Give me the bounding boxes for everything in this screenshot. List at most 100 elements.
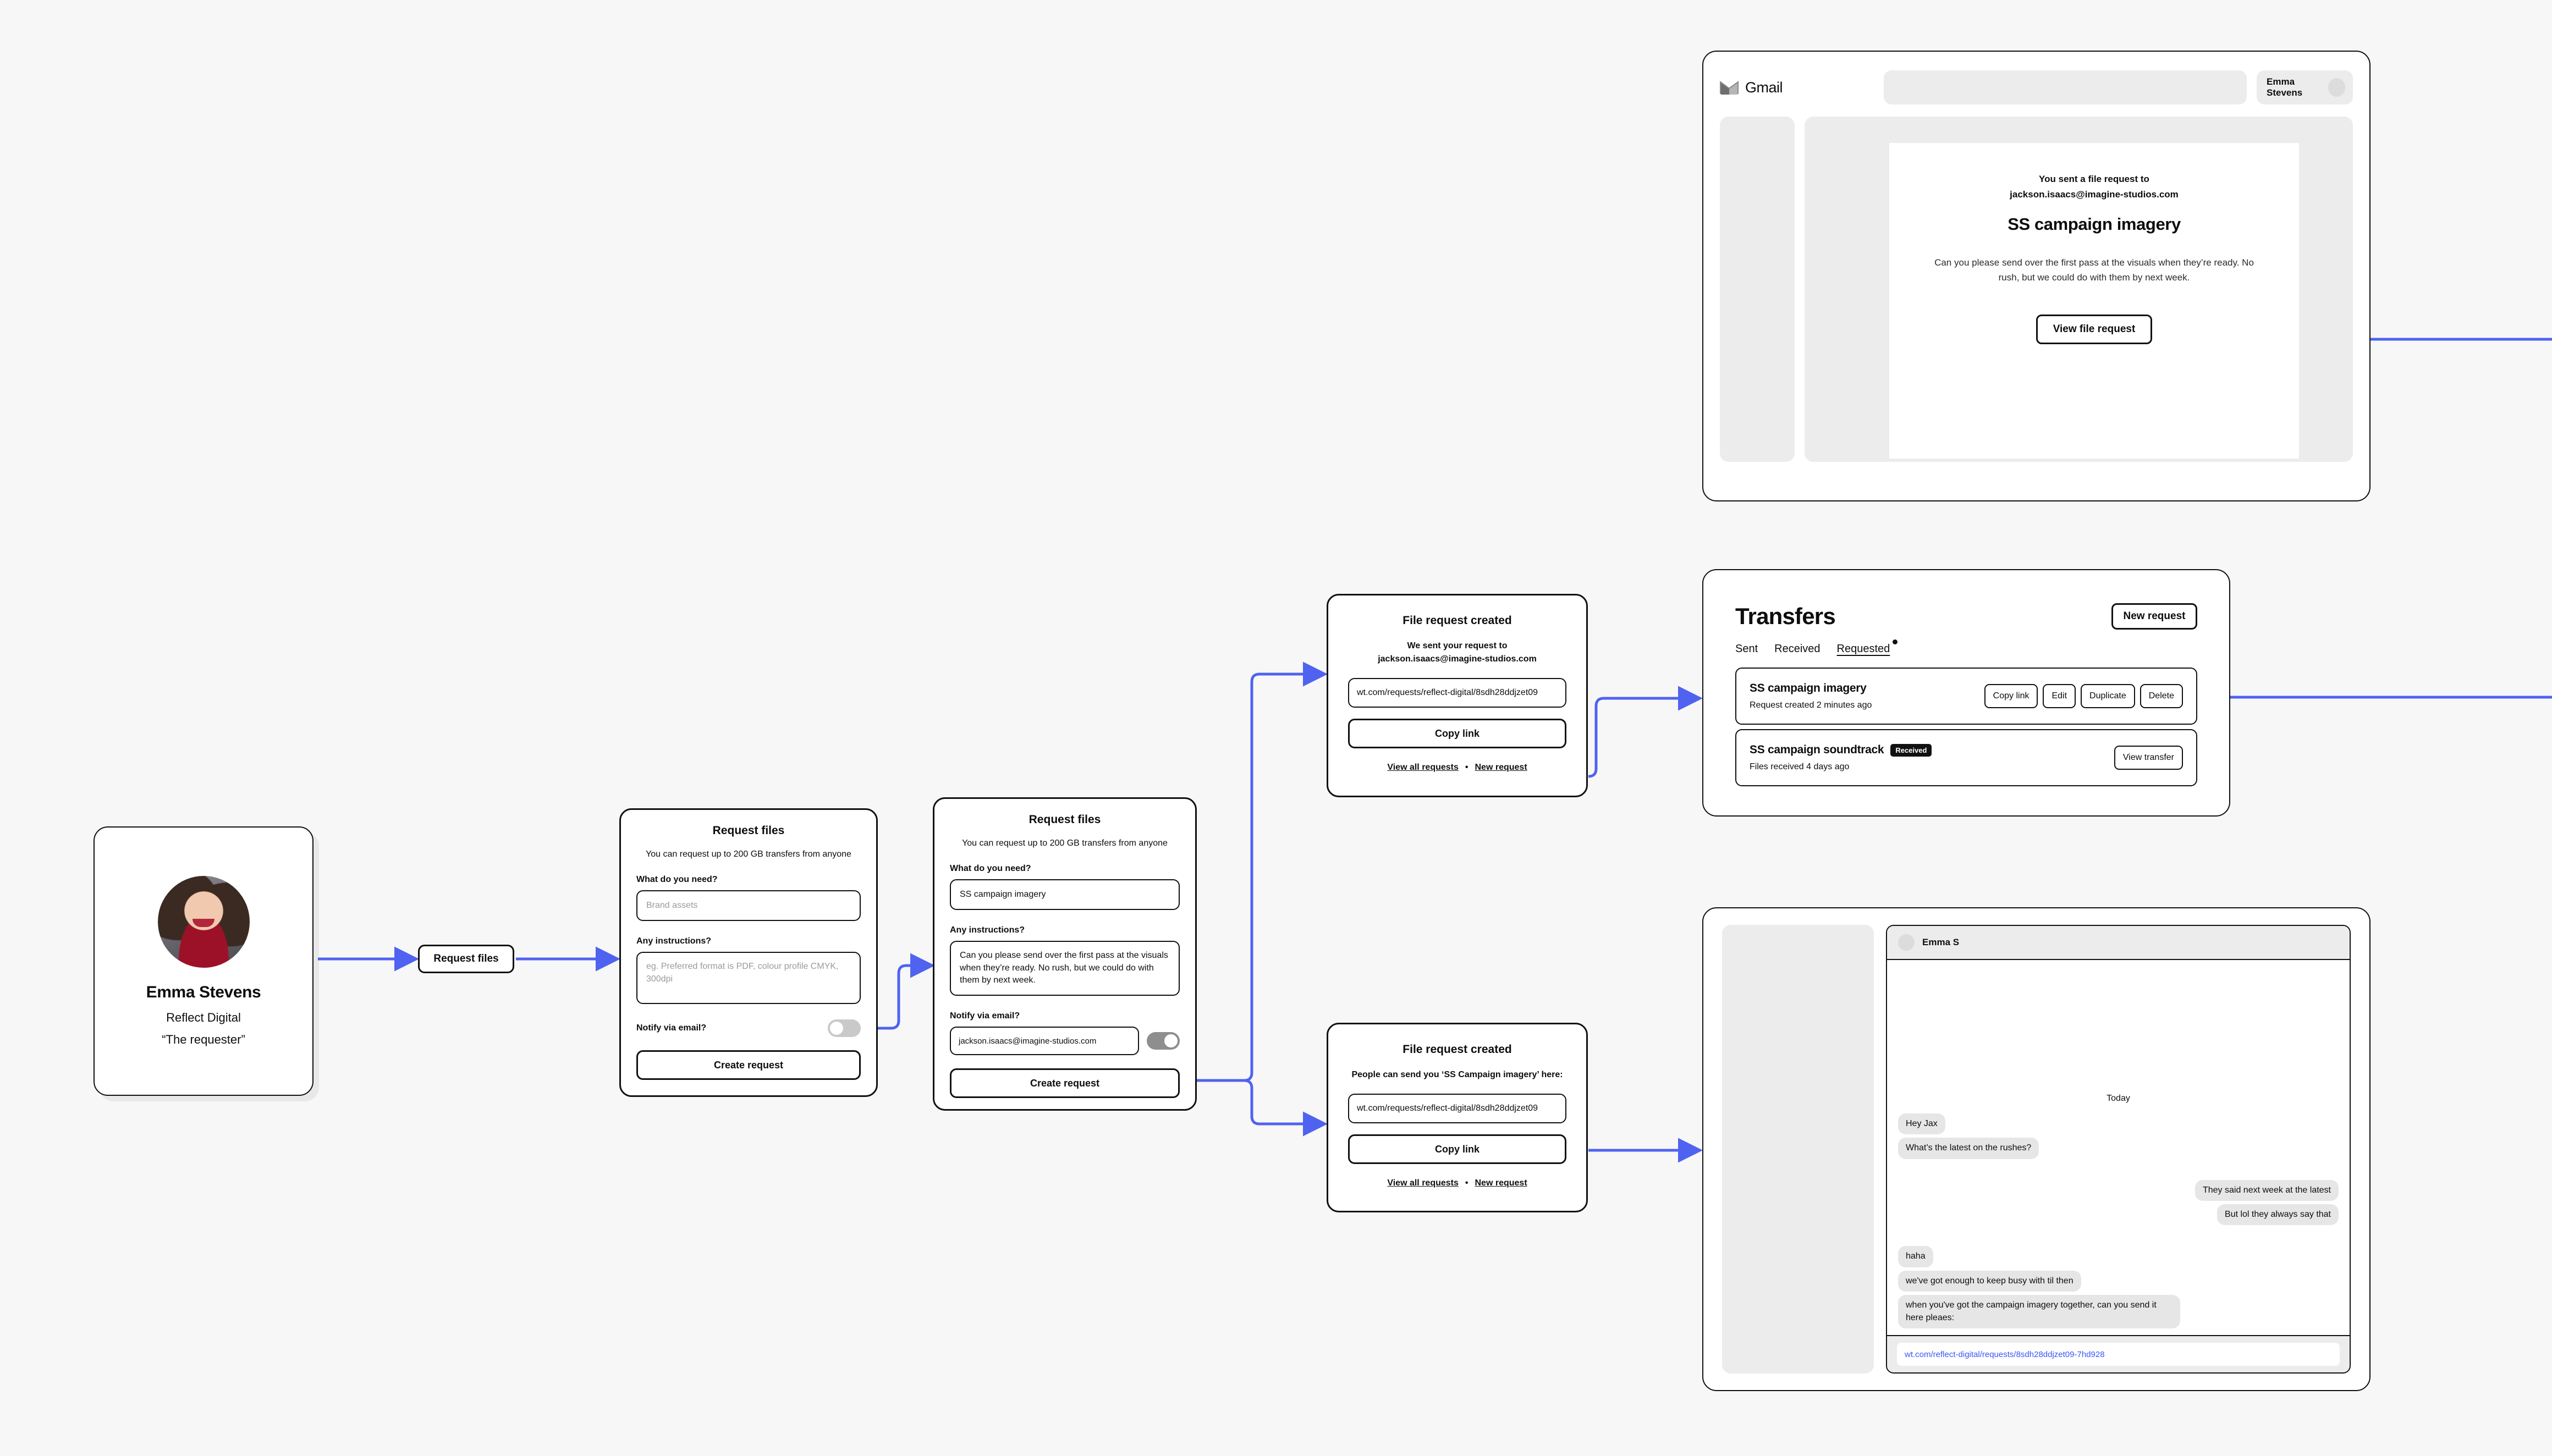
- notify-label: Notify via email?: [950, 1011, 1020, 1021]
- form-subtitle: You can request up to 200 GB transfers f…: [646, 850, 851, 859]
- email-to-line2: jackson.isaacs@imagine-studios.com: [2010, 189, 2179, 200]
- chat-compose-bar: wt.com/reflect-digital/requests/8sdh28dd…: [1887, 1335, 2350, 1372]
- instructions-label: Any instructions?: [950, 925, 1025, 935]
- instructions-input[interactable]: Can you please send over the first pass …: [950, 941, 1180, 996]
- email-body-text: Can you please send over the first pass …: [1934, 257, 2254, 283]
- footer-separator: •: [1465, 1178, 1469, 1188]
- need-label: What do you need?: [636, 875, 718, 884]
- toggle-knob: [830, 1022, 843, 1035]
- copy-link-button[interactable]: Copy link: [1348, 719, 1566, 748]
- notify-toggle[interactable]: [1147, 1032, 1180, 1050]
- created-title: File request created: [1402, 1043, 1512, 1056]
- need-input[interactable]: SS campaign imagery: [950, 879, 1180, 910]
- gmail-email-body: You sent a file request to jackson.isaac…: [1889, 143, 2299, 459]
- chat-thread-panel: Emma S Today Hey Jax What’s the latest o…: [1886, 925, 2351, 1374]
- form-subtitle: You can request up to 200 GB transfers f…: [962, 839, 1168, 848]
- notification-dot-icon: [1893, 639, 1898, 644]
- transfer-meta: Request created 2 minutes ago: [1750, 701, 1872, 710]
- instructions-label: Any instructions?: [636, 936, 712, 946]
- chat-bubble: But lol they always say that: [2217, 1204, 2339, 1226]
- gmail-account-name: Emma Stevens: [2267, 76, 2303, 98]
- new-request-link[interactable]: New request: [1475, 763, 1527, 772]
- messaging-window: Emma S Today Hey Jax What’s the latest o…: [1702, 907, 2370, 1391]
- new-request-button[interactable]: New request: [2111, 603, 2197, 630]
- chat-bubble: we've got enough to keep busy with til t…: [1898, 1270, 2081, 1292]
- request-link-field[interactable]: wt.com/requests/reflect-digital/8sdh28dd…: [1348, 1094, 1566, 1123]
- transfer-title: SS campaign soundtrack: [1750, 743, 1884, 756]
- instructions-input[interactable]: eg. Preferred format is PDF, colour prof…: [636, 952, 861, 1004]
- persona-org: Reflect Digital: [166, 1010, 241, 1024]
- transfer-title: SS campaign imagery: [1750, 682, 1867, 694]
- notify-toggle[interactable]: [828, 1019, 861, 1037]
- gmail-m-icon: [1720, 81, 1739, 95]
- chat-bubble: when you've got the campaign imagery tog…: [1898, 1295, 2180, 1328]
- chat-message-input[interactable]: wt.com/reflect-digital/requests/8sdh28dd…: [1897, 1343, 2340, 1366]
- chat-day-divider: Today: [2106, 1093, 2130, 1103]
- persona-role: “The requester”: [162, 1032, 245, 1046]
- form-title: Request files: [712, 824, 785, 837]
- chat-bubble: They said next week at the latest: [2194, 1179, 2339, 1201]
- gmail-search-input[interactable]: [1884, 70, 2247, 104]
- chat-spacer: [1898, 1162, 2339, 1177]
- user-photo-avatar: [157, 875, 250, 968]
- delete-button[interactable]: Delete: [2140, 684, 2183, 708]
- tab-sent[interactable]: Sent: [1735, 643, 1758, 655]
- view-transfer-button[interactable]: View transfer: [2114, 746, 2183, 770]
- tab-requested[interactable]: Requested: [1836, 639, 1898, 655]
- copy-link-button[interactable]: Copy link: [1348, 1134, 1566, 1164]
- gmail-sidebar-placeholder: [1720, 117, 1795, 462]
- chat-avatar: [1898, 934, 1915, 951]
- messaging-sidebar-placeholder: [1722, 925, 1874, 1374]
- tab-received[interactable]: Received: [1774, 643, 1821, 655]
- request-files-form-empty: Request files You can request up to 200 …: [619, 808, 878, 1097]
- file-request-created-bottom: File request created People can send you…: [1327, 1023, 1588, 1212]
- new-request-link[interactable]: New request: [1475, 1178, 1527, 1188]
- gmail-window: Gmail Emma Stevens You sent a file reque…: [1702, 51, 2370, 501]
- chat-contact-name: Emma S: [1922, 937, 1960, 947]
- created-subtitle: We sent your request to jackson.isaacs@i…: [1348, 639, 1566, 666]
- created-subtitle-line2: jackson.isaacs@imagine-studios.com: [1378, 654, 1537, 664]
- email-heading: SS campaign imagery: [2008, 214, 2181, 234]
- notify-label: Notify via email?: [636, 1023, 707, 1033]
- page-title: Transfers: [1735, 603, 1836, 629]
- chat-bubble: Hey Jax: [1898, 1113, 1945, 1135]
- gmail-account-chip[interactable]: Emma Stevens: [2257, 70, 2353, 104]
- created-title: File request created: [1402, 614, 1512, 627]
- transfer-meta: Files received 4 days ago: [1750, 762, 1850, 771]
- persona-card: Emma Stevens Reflect Digital “The reques…: [94, 826, 314, 1096]
- view-all-requests-link[interactable]: View all requests: [1387, 1178, 1459, 1188]
- chat-bubble: haha: [1898, 1246, 1933, 1267]
- connector-to-created-top: [1244, 661, 1328, 1082]
- connector-createdtop-to-transfers: [1588, 686, 1703, 778]
- status-badge: Received: [1890, 743, 1932, 757]
- connector-to-created-bottom: [1244, 1079, 1328, 1137]
- footer-separator: •: [1465, 763, 1469, 772]
- form-title: Request files: [1028, 813, 1101, 826]
- transfers-tabs: Sent Received Requested: [1703, 630, 2229, 655]
- view-all-requests-link[interactable]: View all requests: [1387, 763, 1459, 772]
- email-to-line1: You sent a file request to: [2039, 174, 2149, 184]
- create-request-button[interactable]: Create request: [950, 1068, 1180, 1099]
- need-input[interactable]: Brand assets: [636, 890, 861, 921]
- request-link-field[interactable]: wt.com/requests/reflect-digital/8sdh28dd…: [1348, 678, 1566, 708]
- toggle-knob: [1164, 1034, 1178, 1048]
- notify-email-input[interactable]: jackson.isaacs@imagine-studios.com: [950, 1027, 1139, 1056]
- chat-spacer: [1898, 1228, 2339, 1243]
- created-subtitle: People can send you ‘SS Campaign imagery…: [1351, 1070, 1563, 1079]
- duplicate-button[interactable]: Duplicate: [2081, 684, 2135, 708]
- tab-requested-label: Requested: [1836, 643, 1890, 655]
- file-request-created-top: File request created We sent your reques…: [1327, 594, 1588, 797]
- table-row[interactable]: SS campaign soundtrack Received Files re…: [1735, 729, 2197, 786]
- gmail-brand-label: Gmail: [1745, 79, 1783, 96]
- request-files-button[interactable]: Request files: [418, 945, 514, 973]
- account-avatar: [2328, 78, 2345, 97]
- table-row[interactable]: SS campaign imagery Request created 2 mi…: [1735, 668, 2197, 725]
- need-label: What do you need?: [950, 864, 1031, 873]
- view-file-request-button[interactable]: View file request: [2036, 315, 2152, 345]
- copy-link-button[interactable]: Copy link: [1984, 684, 2038, 708]
- edit-button[interactable]: Edit: [2043, 684, 2076, 708]
- persona-name: Emma Stevens: [146, 983, 261, 1001]
- create-request-button[interactable]: Create request: [636, 1050, 861, 1080]
- chat-message-list: Today Hey Jax What’s the latest on the r…: [1887, 960, 2350, 1335]
